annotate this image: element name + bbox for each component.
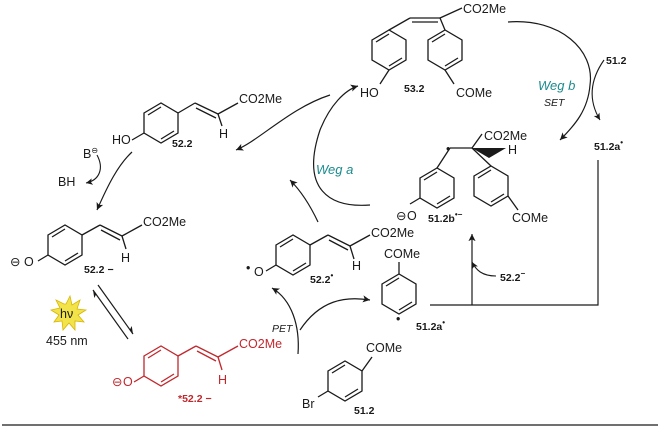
- connector-line: [430, 160, 599, 306]
- compound-label-51-2b: 51.2b•−: [428, 210, 463, 225]
- compound-label-52-2-radical: 52.2•: [310, 271, 333, 286]
- substituent-o: O: [24, 255, 34, 269]
- substituent-h: H: [218, 373, 227, 387]
- substituent-co2me: CO2Me: [484, 129, 527, 143]
- compound-label-51-2: 51.2: [354, 405, 375, 417]
- product-51-2a: 51.2a•: [594, 138, 623, 153]
- substituent-co2me: CO2Me: [371, 226, 414, 240]
- compound-51-2b-radical-anion: [409, 133, 519, 211]
- minus-charge: ⊖: [112, 375, 122, 389]
- substituent-h: H: [508, 143, 517, 157]
- pet-label: PET: [272, 323, 294, 335]
- radical-dot: •: [446, 142, 450, 156]
- compound-52-2: [131, 102, 239, 144]
- compound-label-52-2: 52.2: [172, 138, 193, 150]
- feed-52-2-label: 52.2−: [500, 269, 525, 284]
- compound-51-2: [317, 356, 373, 402]
- radical-dot: •: [246, 261, 250, 275]
- pet-product-arrow: [299, 295, 371, 331]
- feed-52-2-arrow: [471, 261, 497, 277]
- minus-charge: ⊖: [10, 255, 20, 269]
- hv-label: hν: [60, 307, 73, 321]
- substituent-o: O: [123, 375, 133, 389]
- compound-51-2a-radical: [381, 262, 417, 315]
- substituent-ho: HO: [112, 133, 131, 147]
- substituent-co2me: CO2Me: [143, 215, 186, 229]
- path-b-arrow: [507, 21, 592, 141]
- compound-label-51-2a: 51.2a•: [416, 318, 445, 333]
- set-arrow: [591, 59, 605, 121]
- compound-53-2: [371, 7, 463, 85]
- compound-52-2-radical: [265, 234, 371, 276]
- substituent-co2me: CO2Me: [239, 92, 282, 106]
- substituent-br: Br: [302, 397, 315, 411]
- set-label: SET: [544, 97, 566, 109]
- substituent-come: COMe: [512, 211, 548, 225]
- acid-label: BH: [58, 175, 75, 189]
- substituent-h: H: [121, 251, 130, 265]
- substituent-come: COMe: [366, 341, 402, 355]
- wavelength-label: 455 nm: [46, 334, 88, 348]
- excitation-arrow: [97, 284, 134, 335]
- minus-charge: ⊖: [396, 209, 406, 223]
- path-a-arrow: [313, 84, 371, 206]
- substituent-ho: HO: [360, 86, 379, 100]
- compound-52-2-excited: [133, 345, 239, 387]
- base-curve-arrow: [85, 154, 101, 185]
- compound-52-2-anion: [37, 224, 143, 266]
- pet-arrow: [271, 287, 299, 355]
- substituent-o: O: [407, 209, 417, 223]
- substituent-h: H: [219, 127, 228, 141]
- relaxation-arrow: [92, 289, 129, 340]
- substituent-co2me: CO2Me: [463, 2, 506, 16]
- compound-label-52-2-excited: *52.2−: [178, 393, 212, 405]
- deprotonation-arrow: [96, 151, 133, 211]
- substituent-co2me: CO2Me: [239, 337, 282, 351]
- substituent-come: COMe: [456, 86, 492, 100]
- compound-label-53-2: 53.2: [404, 83, 425, 95]
- substituent-o: O: [254, 265, 264, 279]
- reagent-51-2: 51.2: [606, 55, 627, 67]
- path-a-label: Weg a: [316, 162, 353, 177]
- radical-to-cycle-arrow: [289, 179, 319, 223]
- compound-label-52-2-anion: 52.2−: [84, 264, 114, 276]
- light-burst-icon: [49, 294, 88, 332]
- radical-dot: •: [396, 312, 400, 326]
- substituent-come: COMe: [384, 247, 420, 261]
- cycle-return-arrow: [235, 94, 331, 151]
- base-label: B⊖: [83, 146, 98, 161]
- path-b-label: Weg b: [538, 78, 575, 93]
- substituent-h: H: [352, 259, 361, 273]
